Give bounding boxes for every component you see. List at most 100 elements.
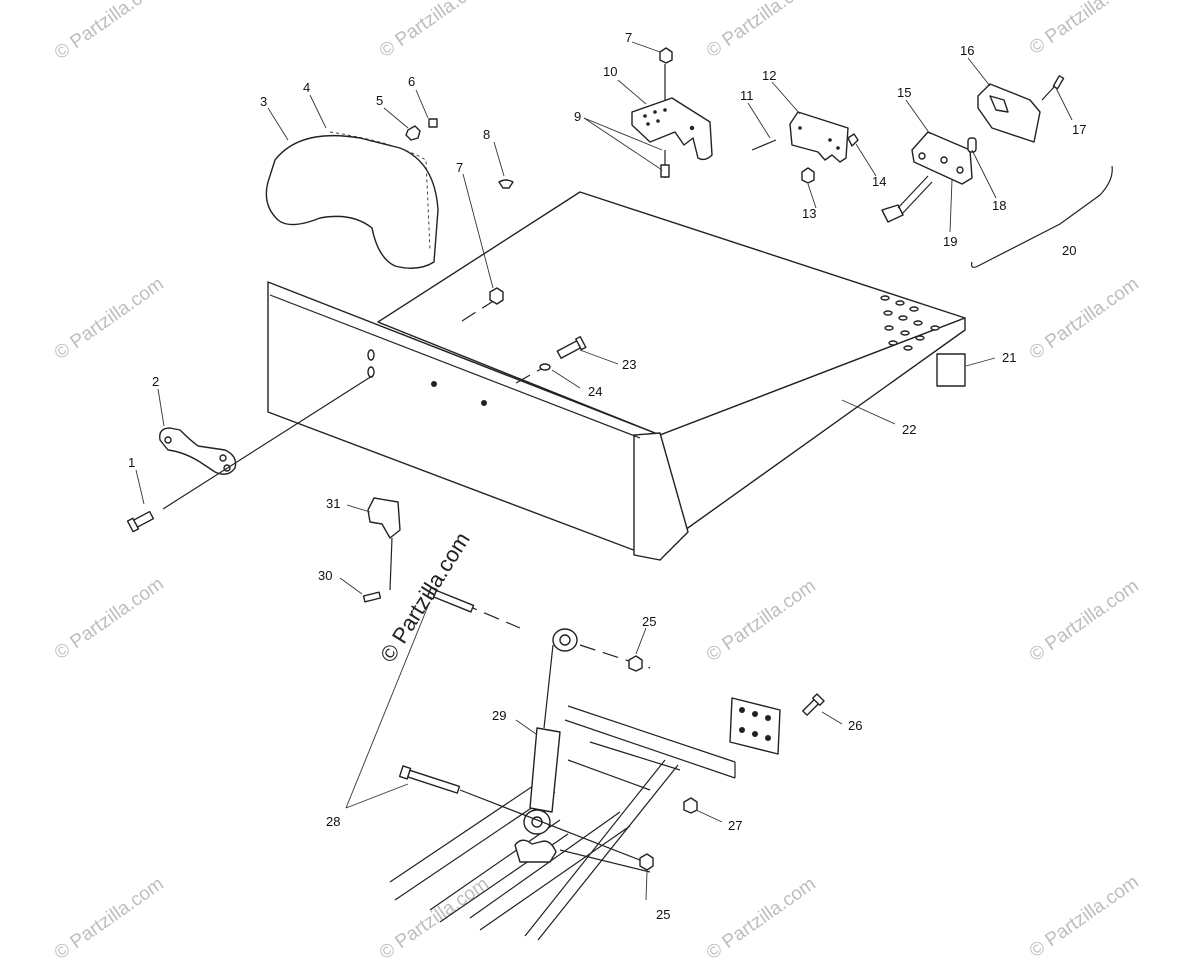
mount-hole <box>367 349 375 361</box>
bolt-6 <box>428 118 438 128</box>
callout-24: 24 <box>588 384 602 399</box>
watermark: © Partzilla.com <box>703 873 820 964</box>
frame-rail <box>537 764 679 941</box>
fastener-axis <box>162 375 373 510</box>
callout-17: 17 <box>1072 122 1086 137</box>
callout-25-upper: 25 <box>642 614 656 629</box>
handle-strap <box>159 427 237 475</box>
watermark: © Partzilla.com <box>51 273 168 364</box>
bolt-28-lower <box>398 765 461 794</box>
watermark: © Partzilla.com <box>703 575 820 666</box>
bumper-31 <box>367 497 401 539</box>
callout-29: 29 <box>492 708 506 723</box>
latch-plate <box>789 111 849 163</box>
callout-30: 30 <box>318 568 332 583</box>
callout-26: 26 <box>848 718 862 733</box>
shock-mount <box>514 839 557 863</box>
frame-rail <box>559 849 651 873</box>
callout-7-upper: 7 <box>625 30 632 45</box>
watermark: © Partzilla.com <box>51 573 168 664</box>
callout-3: 3 <box>260 94 267 109</box>
callout-19: 19 <box>943 234 957 249</box>
screw-1 <box>126 510 155 533</box>
cargo-box <box>267 191 966 561</box>
callout-27: 27 <box>728 818 742 833</box>
backrest-pad <box>265 131 439 269</box>
plug-8 <box>498 179 514 189</box>
watermark: © Partzilla.com <box>376 873 493 964</box>
frame-rail <box>564 719 736 779</box>
backrest-seam <box>329 131 431 251</box>
callout-7-lower: 7 <box>456 160 463 175</box>
nut-5 <box>405 125 421 141</box>
fastener-axis <box>461 299 496 322</box>
box-rim-line <box>269 294 641 439</box>
watermark: © Partzilla.com <box>703 0 820 62</box>
callout-18: 18 <box>992 198 1006 213</box>
callout-31: 31 <box>326 496 340 511</box>
screw-30 <box>362 591 382 603</box>
mount-plate <box>729 697 781 755</box>
nut-7-lower <box>489 287 504 305</box>
callout-14: 14 <box>872 174 886 189</box>
callout-15: 15 <box>897 85 911 100</box>
nut-13 <box>801 167 815 184</box>
handle-bracket <box>126 375 373 533</box>
washer-24 <box>539 363 551 371</box>
frame-rail <box>469 811 621 919</box>
frame-rail <box>394 791 556 901</box>
frame-rail <box>567 705 736 763</box>
callout-5: 5 <box>376 93 383 108</box>
watermark: © Partzilla.com <box>376 0 493 62</box>
callout-23: 23 <box>622 357 636 372</box>
bolt-28-upper <box>426 586 475 613</box>
callout-12: 12 <box>762 68 776 83</box>
callout-9: 9 <box>574 109 581 124</box>
screw-17 <box>1052 75 1065 90</box>
callout-13: 13 <box>802 206 816 221</box>
center-watermark: © Partzilla.com <box>375 528 475 667</box>
mount-hole <box>481 400 487 406</box>
mid-hardware <box>362 336 966 603</box>
nut-25-upper <box>628 655 643 672</box>
frame-rail <box>479 825 631 931</box>
callout-21: 21 <box>1002 350 1016 365</box>
group-bracket-20 <box>971 165 1113 268</box>
mount-hole <box>367 366 375 378</box>
frame-rail <box>589 741 681 771</box>
watermark: © Partzilla.com <box>1026 273 1143 364</box>
shock-body <box>529 727 561 813</box>
light-lens <box>977 83 1041 143</box>
watermark: © Partzilla.com <box>51 873 168 964</box>
watermark: © Partzilla.com <box>51 0 168 64</box>
nut-7-upper <box>659 47 673 64</box>
callout-6: 6 <box>408 74 415 89</box>
watermark: © Partzilla.com <box>1026 871 1143 962</box>
connector-19 <box>881 204 904 223</box>
frame-rail <box>389 777 546 883</box>
bulb-18 <box>967 137 977 153</box>
callout-2: 2 <box>152 374 159 389</box>
bolt-26 <box>802 693 825 716</box>
decal-21 <box>936 353 966 387</box>
callout-28: 28 <box>326 814 340 829</box>
mount-hole <box>431 381 437 387</box>
leader-lines <box>135 41 1113 901</box>
callout-16: 16 <box>960 43 974 58</box>
frame-rail <box>429 819 561 911</box>
callout-22: 22 <box>902 422 916 437</box>
nut-14 <box>847 133 859 147</box>
screw-9 <box>660 164 670 178</box>
watermark: © Partzilla.com <box>1026 575 1143 666</box>
callout-20: 20 <box>1062 243 1076 258</box>
fastener-axis <box>459 789 646 863</box>
callout-10: 10 <box>603 64 617 79</box>
frame-rail <box>567 759 651 791</box>
callout-1: 1 <box>128 455 135 470</box>
rivet-pattern <box>880 295 940 351</box>
watermark: © Partzilla.com <box>1026 0 1143 59</box>
top-hardware <box>405 47 1065 305</box>
callout-4: 4 <box>303 80 310 95</box>
